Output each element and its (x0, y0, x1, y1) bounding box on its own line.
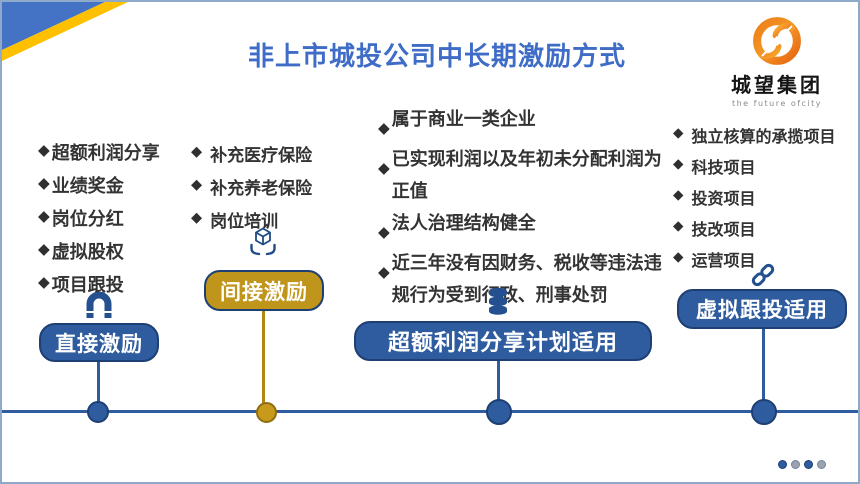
list-item-text: 岗位培训 (210, 212, 279, 232)
virtual-follow-projects-list: ◆ 独立核算的承揽项目 ◆ 科技项目 ◆ 投资项目 ◆ 技改项目 ◆ 运营项目 (673, 123, 858, 278)
logo: 城望集团 the future ofcity (722, 14, 832, 108)
magnet-icon (86, 292, 112, 318)
list-item-text: 近三年没有因财务、税收等违法违规行为受到行政、刑事处罚 (391, 253, 662, 306)
logo-swirl-icon (753, 17, 801, 65)
list-item-text: 技改项目 (691, 220, 756, 239)
diamond-bullet: ◆ (191, 176, 203, 193)
list-item-text: 已实现利润以及年初未分配利润为正值 (391, 149, 662, 202)
diamond-bullet: ◆ (191, 143, 203, 160)
list-item-text: 科技项目 (691, 158, 756, 177)
diamond-bullet: ◆ (673, 218, 684, 234)
list-item: ◆ 岗位培训 (191, 207, 363, 240)
diamond-bullet: ◆ (673, 125, 684, 141)
label-virtual-follow-invest: 虚拟跟投适用 (677, 289, 847, 329)
list-item-text: 运营项目 (691, 251, 756, 270)
pagination-dot (817, 460, 826, 469)
connector-line (97, 362, 100, 407)
list-item: ◆近三年没有因财务、税收等违法违规行为受到行政、刑事处罚 (378, 248, 664, 312)
timeline-dot (751, 399, 777, 425)
pagination-dot (778, 460, 787, 469)
list-item-text: 独立核算的承揽项目 (691, 127, 836, 146)
corner-yellow-stripe (2, 2, 128, 61)
list-item-text: 项目跟投 (51, 275, 124, 296)
direct-incentive-list: ◆超额利润分享 ◆业绩奖金 ◆岗位分红 ◆虚拟股权 ◆项目跟投 (38, 139, 210, 304)
timeline-axis (2, 410, 858, 413)
connector-line (497, 361, 500, 406)
list-item-text: 业绩奖金 (51, 176, 124, 197)
logo-name: 城望集团 (731, 73, 823, 97)
list-item: ◆ 技改项目 (673, 216, 858, 247)
diamond-bullet: ◆ (38, 273, 50, 291)
list-item: ◆岗位分红 (38, 205, 210, 238)
list-item: ◆法人治理结构健全 (378, 208, 664, 248)
label-excess-profit-plan: 超额利润分享计划适用 (354, 321, 652, 361)
diamond-bullet: ◆ (673, 156, 684, 172)
timeline-dot (87, 401, 109, 423)
timeline-dot (486, 399, 512, 425)
pagination-dot (804, 460, 813, 469)
diamond-bullet: ◆ (38, 174, 50, 192)
indirect-incentive-list: ◆ 补充医疗保险 ◆ 补充养老保险 ◆ 岗位培训 (191, 141, 363, 240)
list-item: ◆属于商业一类企业 (378, 104, 664, 144)
pagination-dot (791, 460, 800, 469)
diamond-bullet: ◆ (38, 207, 50, 225)
list-item: ◆业绩奖金 (38, 172, 210, 205)
connector-line (262, 311, 265, 406)
list-item: ◆ 补充医疗保险 (191, 141, 363, 174)
list-item-text: 投资项目 (691, 189, 756, 208)
diamond-bullet: ◆ (378, 223, 390, 241)
diamond-bullet: ◆ (38, 240, 50, 258)
corner-decoration (2, 2, 128, 61)
diamond-bullet: ◆ (38, 141, 50, 159)
diamond-bullet: ◆ (673, 187, 684, 203)
link-icon (751, 263, 775, 287)
list-item: ◆虚拟股权 (38, 238, 210, 271)
list-item-text: 岗位分红 (51, 209, 124, 230)
list-item: ◆ 投资项目 (673, 185, 858, 216)
pagination-dots (778, 460, 826, 469)
list-item-text: 法人治理结构健全 (391, 213, 536, 234)
list-item-text: 虚拟股权 (51, 242, 124, 263)
list-item: ◆已实现利润以及年初未分配利润为正值 (378, 144, 664, 208)
label-direct-incentive: 直接激励 (39, 323, 159, 362)
diamond-bullet: ◆ (378, 263, 390, 281)
database-icon (489, 287, 507, 315)
list-item: ◆ 运营项目 (673, 247, 858, 278)
list-item-text: 属于商业一类企业 (391, 109, 536, 130)
cube-in-hands-icon (250, 227, 276, 256)
list-item: ◆项目跟投 (38, 271, 210, 304)
logo-tagline: the future ofcity (731, 99, 823, 108)
diamond-bullet: ◆ (378, 159, 390, 177)
list-item: ◆ 独立核算的承揽项目 (673, 123, 858, 154)
slide-title: 非上市城投公司中长期激励方式 (247, 42, 626, 72)
timeline-dot (256, 402, 277, 423)
label-indirect-incentive: 间接激励 (204, 270, 324, 311)
connector-line (762, 329, 765, 406)
diamond-bullet: ◆ (673, 249, 684, 265)
excess-profit-conditions-list: ◆属于商业一类企业 ◆已实现利润以及年初未分配利润为正值 ◆法人治理结构健全 ◆… (378, 104, 664, 312)
list-item-text: 超额利润分享 (51, 143, 160, 164)
diamond-bullet: ◆ (378, 119, 390, 137)
list-item-text: 补充医疗保险 (210, 146, 313, 166)
list-item: ◆ 补充养老保险 (191, 174, 363, 207)
list-item: ◆超额利润分享 (38, 139, 210, 172)
list-item-text: 补充养老保险 (210, 179, 313, 199)
diamond-bullet: ◆ (191, 209, 203, 226)
list-item: ◆ 科技项目 (673, 154, 858, 185)
